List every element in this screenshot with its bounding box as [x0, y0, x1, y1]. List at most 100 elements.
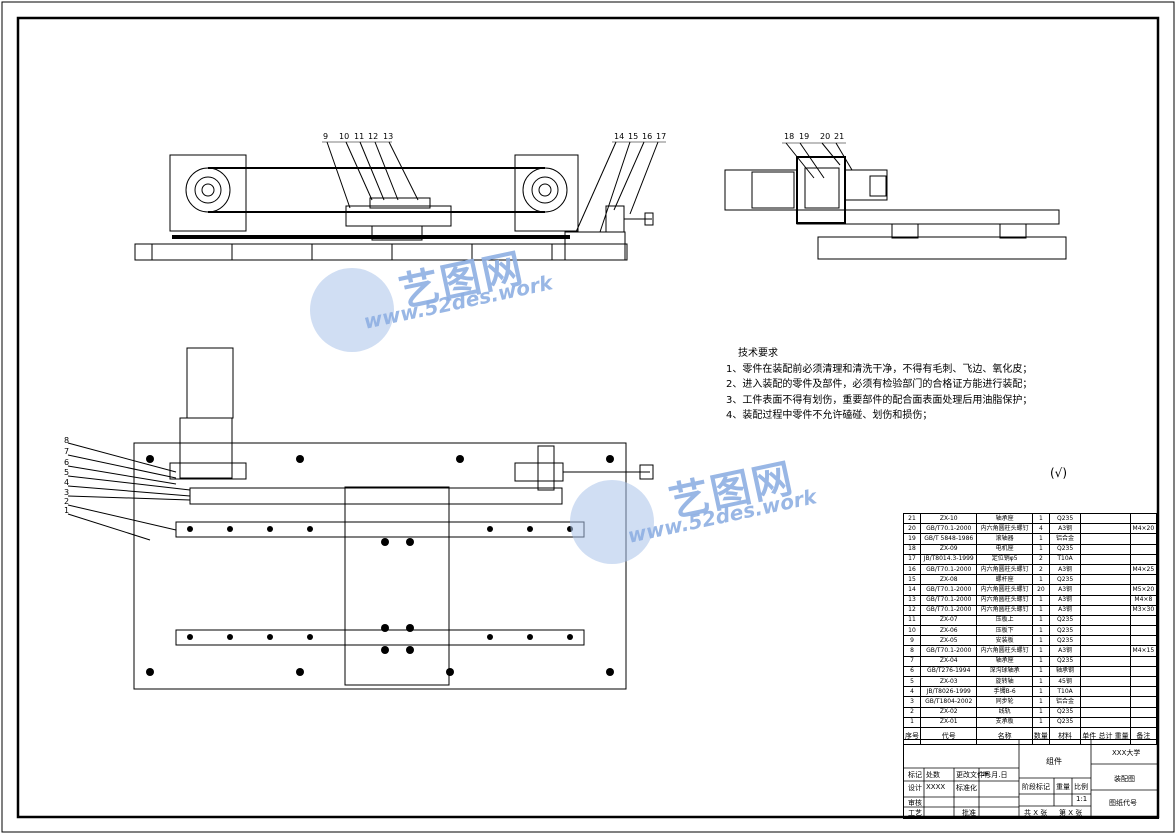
tb-change-label: 更改文件号 [956, 771, 991, 779]
tb-process-label: 工艺 [908, 809, 922, 817]
bom-cell: 6 [903, 665, 921, 678]
callout-14: 14 [614, 132, 625, 141]
bom-cell: 2 [1031, 563, 1050, 576]
bom-cell [1080, 614, 1131, 627]
bom-cell: 1 [1031, 706, 1050, 718]
bom-cell: Q235 [1048, 543, 1082, 555]
bom-cell [1129, 686, 1158, 698]
bom-cell: 8 [903, 645, 921, 657]
tb-drawing-type: 装配图 [1114, 775, 1135, 783]
bom-cell: JB/T8014.3-1999 [919, 553, 978, 565]
bom-cell [1080, 696, 1131, 708]
bom-cell: Q235 [1048, 512, 1082, 525]
bom-cell: M5×20 [1129, 584, 1158, 596]
bom-cell [1129, 655, 1158, 667]
callout-21: 21 [834, 132, 845, 141]
bom-cell: A3钢 [1048, 604, 1082, 616]
bom-cell: 14 [903, 584, 921, 596]
tb-count-label: 处数 [926, 771, 940, 779]
bom-cell: ZX-07 [919, 614, 978, 627]
callout-1: 1 [64, 506, 70, 515]
bom-cell: 电机座 [976, 543, 1033, 555]
bom-cell: M3×30 [1129, 604, 1158, 616]
bom-cell: 1 [903, 716, 921, 728]
tb-date-label: 年.月.日 [982, 771, 1008, 779]
bom-cell: A3钢 [1048, 645, 1082, 657]
inner-frame [16, 16, 1160, 819]
tb-design-label: 设计 [908, 784, 922, 792]
bom-cell: 内六角圆柱头螺钉 [976, 584, 1033, 596]
bom-cell: ZX-08 [919, 574, 978, 586]
bom-cell: ZX-10 [919, 512, 978, 525]
bom-cell: 滚轴器 [976, 533, 1033, 545]
bom-cell: T10A [1048, 553, 1082, 565]
bom-cell: 1 [1031, 512, 1050, 525]
bom-header-cell: 备注 [1129, 726, 1158, 745]
bom-cell: 压板下 [976, 625, 1033, 637]
bom-cell: M4×20 [1129, 523, 1158, 535]
tb-approve-label: 批准 [962, 809, 976, 817]
bom-cell: 1 [1031, 665, 1050, 678]
bom-cell: GB/T70.1-2000 [919, 523, 978, 535]
bom-cell [1080, 716, 1131, 728]
plan-view [67, 347, 654, 690]
bom-cell [1129, 625, 1158, 637]
tb-scale-label: 比例 [1074, 783, 1088, 791]
tb-weight-label: 重量 [1056, 783, 1070, 791]
bom-cell: 5 [903, 675, 921, 688]
bom-cell: 12 [903, 604, 921, 616]
side-view [724, 142, 1067, 260]
callout-15: 15 [628, 132, 639, 141]
callout-19: 19 [799, 132, 810, 141]
bom-cell: ZX-03 [919, 675, 978, 688]
bom-cell: 内六角圆柱头螺钉 [976, 594, 1033, 606]
bom-cell: 1 [1031, 635, 1050, 647]
bom-cell [1129, 706, 1158, 718]
tb-designer: XXXX [926, 783, 946, 791]
bom-cell: GB/T70.1-2000 [919, 645, 978, 657]
bom-cell: 内六角圆柱头螺钉 [976, 563, 1033, 576]
bom-cell [1080, 523, 1131, 535]
callout-7: 7 [64, 447, 70, 456]
bom-cell [1129, 574, 1158, 586]
bom-cell: 内六角圆柱头螺钉 [976, 604, 1033, 616]
bom-cell [1129, 533, 1158, 545]
bom-cell: 1 [1031, 614, 1050, 627]
technical-requirements: 技术要求 1、零件在装配前必须清理和清洗干净，不得有毛刺、飞边、氧化皮； 2、进… [726, 346, 1032, 424]
bom-cell: 旋转轴 [976, 675, 1033, 688]
bom-cell: Q235 [1048, 614, 1082, 627]
bom-cell: 1 [1031, 655, 1050, 667]
bom-cell: 4 [903, 686, 921, 698]
bom-cell: Q235 [1048, 655, 1082, 667]
bom-cell [1080, 543, 1131, 555]
bom-cell [1129, 512, 1158, 525]
bom-cell [1080, 553, 1131, 565]
callout-10: 10 [339, 132, 350, 141]
bom-cell: 21 [903, 512, 921, 525]
bom-cell: ZX-09 [919, 543, 978, 555]
bom-cell: 轴承座 [976, 512, 1033, 525]
bom-cell [1080, 686, 1131, 698]
bom-cell: JB/T8026-1999 [919, 686, 978, 698]
bom-cell [1129, 696, 1158, 708]
tech-title: 技术要求 [738, 348, 778, 359]
bom-cell: 1 [1031, 543, 1050, 555]
bom-cell [1080, 563, 1131, 576]
front-view [134, 141, 666, 261]
bom-cell: 3 [903, 696, 921, 708]
title-block: 标记 处数 更改文件号 年.月.日 设计 XXXX 标准化 审核 工艺 批准 组… [903, 739, 1159, 819]
callout-12: 12 [368, 132, 379, 141]
callout-16: 16 [642, 132, 653, 141]
tb-sheets: 共 X 张 [1024, 809, 1048, 817]
